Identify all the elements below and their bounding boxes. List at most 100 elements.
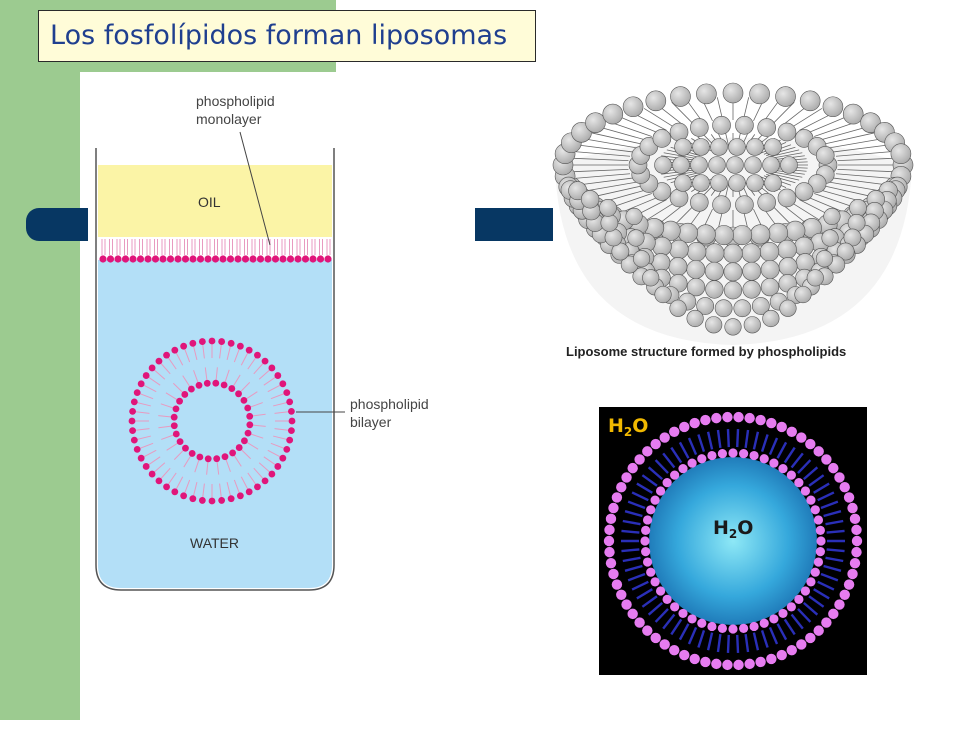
lipid-head <box>241 255 250 263</box>
lipid-head <box>155 357 163 365</box>
lipid-head <box>779 299 797 317</box>
outer-lipid-head <box>711 412 722 424</box>
lipid-head <box>672 156 690 174</box>
lipid-tail <box>837 157 893 161</box>
lipid-head <box>220 381 228 389</box>
lipid-head <box>742 261 762 281</box>
outer-lipid-head <box>834 599 845 610</box>
lipid-head <box>708 156 726 174</box>
outer-lipid-head <box>611 492 623 503</box>
inner-lipid-head <box>778 463 788 474</box>
lipid-head <box>669 299 687 317</box>
lipid-tail <box>791 202 823 222</box>
lipid-head <box>713 225 734 246</box>
lipid-head <box>670 86 691 107</box>
lipid-tail <box>808 595 825 608</box>
lipid-head <box>625 207 643 226</box>
inner-lipid-head <box>816 536 826 546</box>
outer-lipid-head <box>843 579 855 590</box>
lipid-head <box>705 280 724 299</box>
lipid-head <box>690 118 709 137</box>
lipid-tail <box>686 99 703 123</box>
lipid-head <box>236 492 244 500</box>
lipid-head <box>735 195 754 215</box>
inner-lipid-head <box>739 623 749 633</box>
lipid-tail <box>837 169 893 173</box>
lipid-head <box>129 407 136 415</box>
lipid-tail <box>825 132 875 145</box>
inner-water-label: H2O <box>713 517 753 541</box>
lipid-tail <box>621 529 640 534</box>
lipid-head <box>288 427 295 435</box>
lipid-head <box>806 269 824 287</box>
outer-lipid-head <box>851 535 863 547</box>
bilayer-ring <box>603 411 863 671</box>
lipid-tail <box>802 466 819 481</box>
lipid-head <box>723 262 743 282</box>
lipid-tail <box>627 500 646 510</box>
lipid-head <box>137 380 145 388</box>
lipid-head <box>728 138 746 156</box>
monolayer-label-line1: phospholipid <box>196 93 275 109</box>
lipid-head <box>137 454 145 462</box>
lipid-head <box>746 174 764 192</box>
inner-lipid-head <box>815 525 825 535</box>
lipid-tail <box>631 580 649 591</box>
lipid-head <box>212 379 220 387</box>
lipid-head <box>704 243 725 263</box>
outer-lipid-head <box>733 411 744 423</box>
inner-lipid-head <box>794 594 804 604</box>
lipid-head <box>735 115 754 135</box>
outer-lipid-head <box>733 659 744 671</box>
lipid-tail <box>647 601 664 616</box>
lipid-tail <box>619 116 659 134</box>
inner-lipid-head <box>662 478 672 488</box>
oil-label: OIL <box>198 194 221 210</box>
lipid-head <box>159 255 167 263</box>
lipid-head <box>279 255 287 263</box>
lipid-tail <box>619 196 659 214</box>
lipid-head <box>188 450 196 457</box>
lipid-tail <box>797 608 812 623</box>
lipid-head <box>279 454 287 462</box>
outer-lipid-head <box>605 513 617 525</box>
lipid-tail <box>622 519 641 526</box>
lipid-head <box>283 389 291 397</box>
lipid-head <box>163 351 170 359</box>
lipid-head <box>128 417 136 425</box>
lipid-tail <box>636 588 653 600</box>
lipid-head <box>723 243 743 264</box>
outer-lipid-head <box>849 513 861 525</box>
lipid-head <box>890 143 912 165</box>
inner-lipid-head <box>810 505 820 515</box>
lipid-tail <box>621 548 640 553</box>
lipid-head <box>170 422 178 430</box>
outer-lipid-head <box>851 524 862 536</box>
lipid-head <box>129 427 136 435</box>
outer-lipid-head <box>700 414 711 426</box>
lipid-tail <box>808 474 825 487</box>
monolayer-label-line2: monolayer <box>196 111 262 127</box>
outer-lipid-head <box>700 656 711 668</box>
outer-water-label: H2O <box>608 415 648 439</box>
inner-lipid-head <box>646 567 656 577</box>
lipid-tail <box>609 121 652 137</box>
lipid-head <box>106 255 115 263</box>
lipid-tail <box>825 185 875 198</box>
inner-lipid-head <box>642 557 653 567</box>
lipid-head <box>181 255 190 263</box>
outer-lipid-head <box>711 658 722 670</box>
lipid-head <box>196 453 204 461</box>
lipid-head <box>133 389 141 397</box>
lipid-head <box>750 224 771 245</box>
lipid-head <box>580 190 600 209</box>
outer-lipid-head <box>828 608 839 620</box>
inner-lipid-head <box>641 525 651 535</box>
lipid-tail <box>662 613 676 630</box>
lipid-tail <box>825 519 844 526</box>
outer-lipid-head <box>851 546 862 558</box>
lipid-tail <box>820 500 839 510</box>
lipid-head <box>204 255 212 263</box>
lipid-head <box>235 444 243 451</box>
lipid-head <box>176 397 183 405</box>
